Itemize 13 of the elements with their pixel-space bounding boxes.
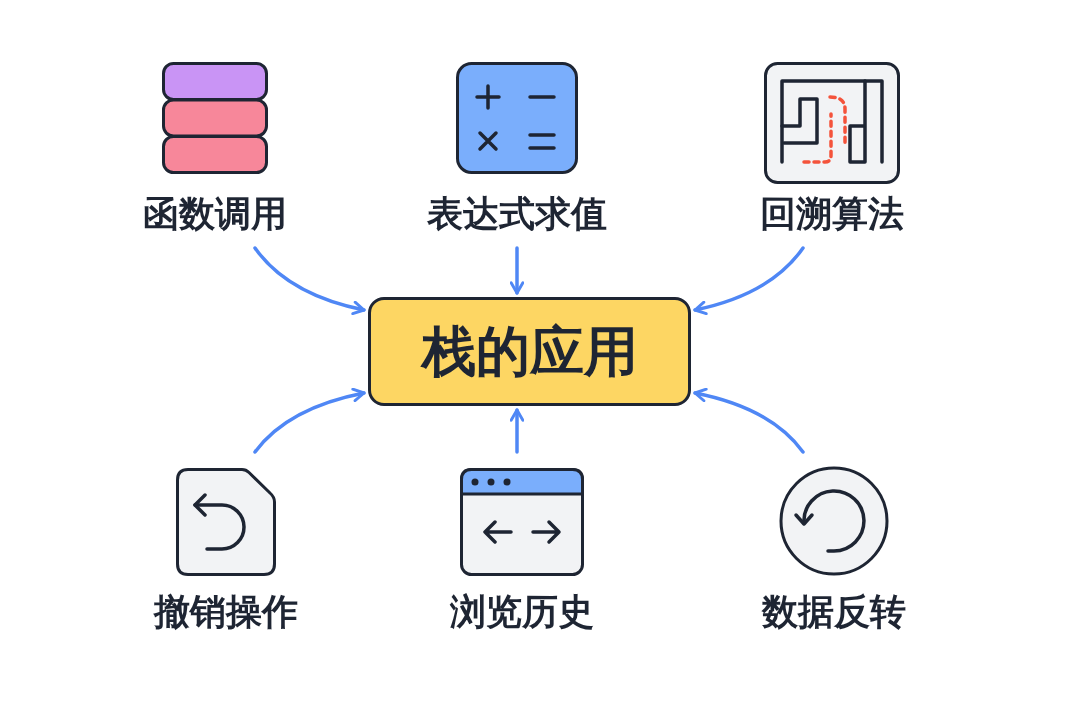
arrow bbox=[253, 246, 366, 315]
arrow bbox=[253, 387, 366, 454]
arrow bbox=[509, 246, 525, 295]
icon-caption: 浏览历史 bbox=[450, 592, 594, 632]
arrow bbox=[693, 387, 805, 454]
icon-caption: 回溯算法 bbox=[760, 194, 904, 234]
icon-caption: 表达式求值 bbox=[427, 194, 607, 234]
arrow bbox=[509, 408, 525, 454]
icon-caption: 数据反转 bbox=[762, 592, 906, 632]
central-box: 栈的应用 bbox=[368, 297, 691, 406]
icon-caption: 函数调用 bbox=[143, 194, 287, 234]
arrow bbox=[693, 246, 805, 315]
icon-caption: 撤销操作 bbox=[154, 592, 298, 632]
